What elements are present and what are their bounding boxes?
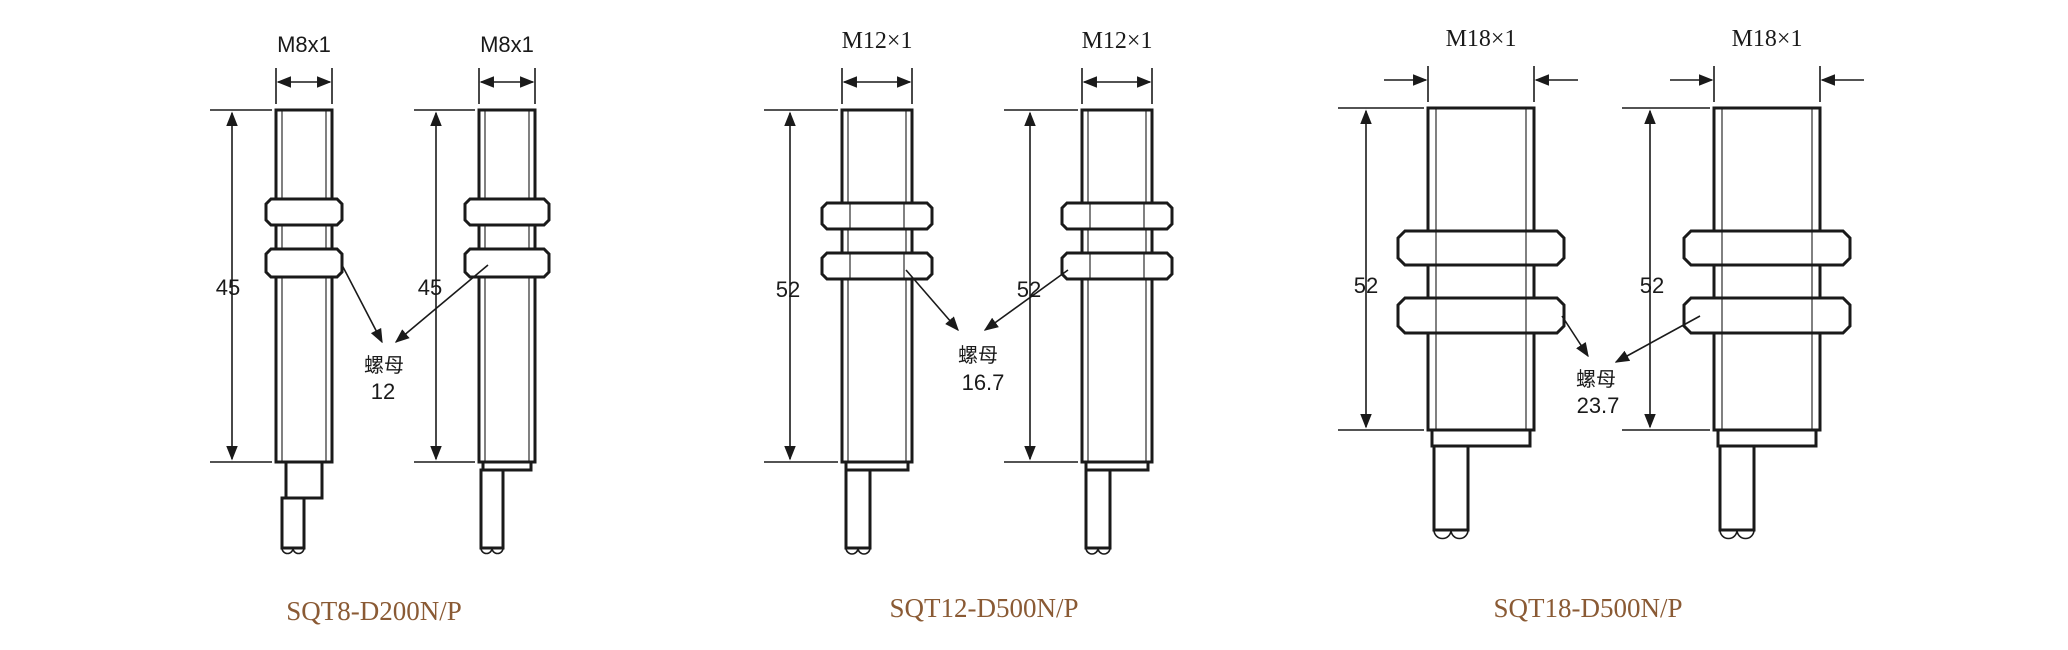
hex-nut-lower <box>463 247 551 279</box>
sensor-right-sqt8 <box>463 108 551 555</box>
sensor-right-sqt18 <box>1682 106 1852 540</box>
nut-label: 螺母 <box>958 344 998 367</box>
sensor-connector <box>284 460 324 500</box>
hex-nut-upper <box>1060 201 1174 231</box>
hex-nut-lower <box>820 251 934 281</box>
sensor-left-sqt12 <box>820 108 934 555</box>
sensor-body <box>477 108 537 464</box>
thread-label: M12×1 <box>842 28 913 54</box>
nut-size: 12 <box>371 379 395 404</box>
nut-size: 23.7 <box>1577 393 1620 418</box>
nut-label: 螺母 <box>364 354 404 377</box>
sensor-left-sqt8 <box>264 108 344 555</box>
hex-nut-lower <box>1682 296 1852 335</box>
length-label: 52 <box>1640 273 1664 298</box>
sensor-connector <box>1716 428 1818 448</box>
thread-label: M8x1 <box>480 32 534 57</box>
sensor-cable <box>1432 444 1470 532</box>
group-sqt8: M8x1 M8x1 45 45 螺母 12 SQT8-D200N/P <box>210 32 551 626</box>
hex-nut-upper <box>463 197 551 227</box>
thread-label: M18×1 <box>1446 26 1517 52</box>
sensor-right-sqt12 <box>1060 108 1174 555</box>
length-label: 45 <box>216 275 240 300</box>
nut-label: 螺母 <box>1576 368 1616 391</box>
hex-nut-lower <box>1396 296 1566 335</box>
sensor-connector <box>1084 460 1150 472</box>
model-caption: SQT8-D200N/P <box>286 596 462 626</box>
model-caption: SQT12-D500N/P <box>889 593 1078 623</box>
sensor-body <box>1426 106 1536 432</box>
model-caption: SQT18-D500N/P <box>1493 593 1682 623</box>
sensor-cable <box>844 468 872 550</box>
sensor-connector <box>844 460 910 472</box>
sensor-cable <box>280 496 306 550</box>
sensor-left-sqt18 <box>1396 106 1566 540</box>
nut-size: 16.7 <box>962 370 1005 395</box>
sensor-body <box>840 108 914 464</box>
hex-nut-lower <box>1060 251 1174 281</box>
thread-label: M8x1 <box>277 32 331 57</box>
sensor-cable <box>1718 444 1756 532</box>
sensor-cable <box>1084 468 1112 550</box>
sensor-connector <box>1430 428 1532 448</box>
sensor-body <box>1080 108 1154 464</box>
hex-nut-upper <box>820 201 934 231</box>
group-sqt12: M12×1 M12×1 52 52 螺母 16.7 SQT12-D500N/P <box>764 28 1174 623</box>
hex-nut-lower <box>264 247 344 279</box>
sensor-body <box>1712 106 1822 432</box>
thread-label: M12×1 <box>1082 28 1153 54</box>
thread-label: M18×1 <box>1732 26 1803 52</box>
hex-nut-upper <box>1682 229 1852 267</box>
group-sqt18: M18×1 M18×1 52 52 螺母 23.7 SQT18-D500N/P <box>1338 26 1864 623</box>
sensor-connector <box>481 460 533 472</box>
sensor-body <box>274 108 334 464</box>
length-label: 45 <box>418 275 442 300</box>
hex-nut-upper <box>1396 229 1566 267</box>
length-label: 52 <box>1354 273 1378 298</box>
hex-nut-upper <box>264 197 344 227</box>
length-label: 52 <box>776 277 800 302</box>
sensor-cable <box>479 468 505 550</box>
